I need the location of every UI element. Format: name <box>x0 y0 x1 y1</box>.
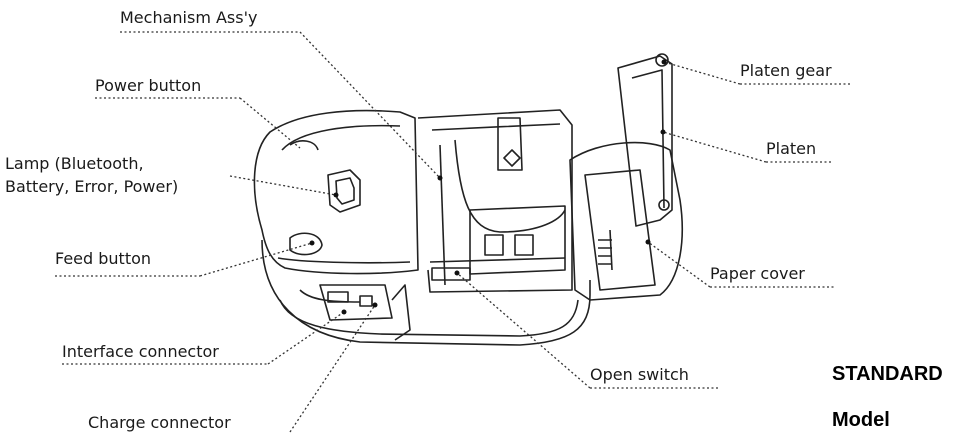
label-mechanism-assy: Mechanism Ass'y <box>120 8 258 27</box>
label-open-switch: Open switch <box>590 365 689 384</box>
lamp-pointer <box>229 175 337 196</box>
printer-body-outline <box>253 53 683 346</box>
model-text: Model <box>832 409 890 431</box>
label-paper-cover: Paper cover <box>710 264 805 283</box>
platen-pointer <box>662 131 767 163</box>
feed-pointer <box>199 242 313 277</box>
paper-cover-pointer <box>647 241 711 288</box>
charge-pointer <box>289 304 376 433</box>
leader-dots <box>309 59 667 315</box>
mechanism-pointer <box>299 31 441 179</box>
label-power-button: Power button <box>95 76 202 95</box>
label-interface-connector: Interface connector <box>62 342 219 361</box>
label-lamp-line2: Battery, Error, Power) <box>5 177 179 196</box>
leader-lines <box>55 31 852 433</box>
label-charge-connector: Charge connector <box>88 413 231 432</box>
interface-pointer <box>267 311 345 365</box>
label-platen-gear: Platen gear <box>740 61 832 80</box>
label-lamp-line1: Lamp (Bluetooth, <box>5 154 144 173</box>
label-feed-button: Feed button <box>55 249 152 268</box>
label-platen: Platen <box>766 139 817 158</box>
power-pointer <box>239 97 301 149</box>
platen-gear-pointer <box>663 61 741 85</box>
standard-text: STANDARD <box>832 363 943 385</box>
